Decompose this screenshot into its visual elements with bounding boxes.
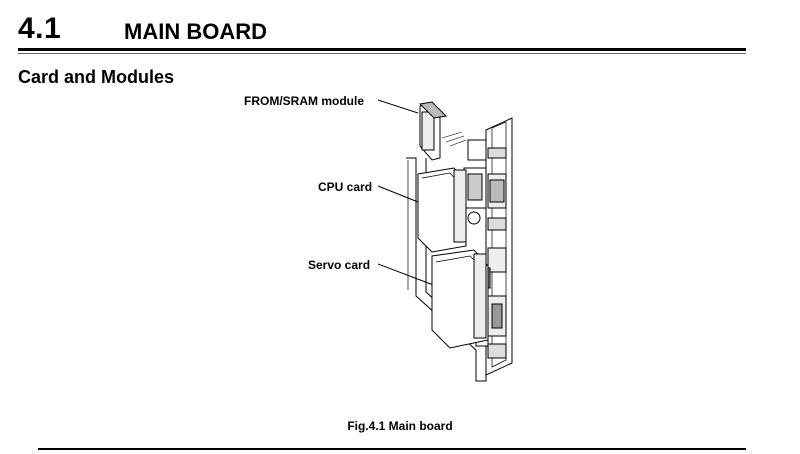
bottom-rule	[38, 448, 746, 450]
section-number: 4.1	[18, 12, 62, 45]
board-drawing	[406, 101, 513, 382]
title-rule-thin	[18, 53, 746, 54]
subheading: Card and Modules	[18, 67, 175, 87]
figure-caption: Fig.4.1 Main board	[347, 419, 453, 433]
label-from-sram: FROM/SRAM module	[244, 94, 364, 108]
main-board-figure: FROM/SRAM module CPU card Servo card	[244, 94, 513, 382]
section-title: MAIN BOARD	[124, 19, 267, 44]
title-rule	[18, 48, 746, 51]
label-cpu-card: CPU card	[318, 180, 372, 194]
label-servo-card: Servo card	[308, 258, 370, 272]
